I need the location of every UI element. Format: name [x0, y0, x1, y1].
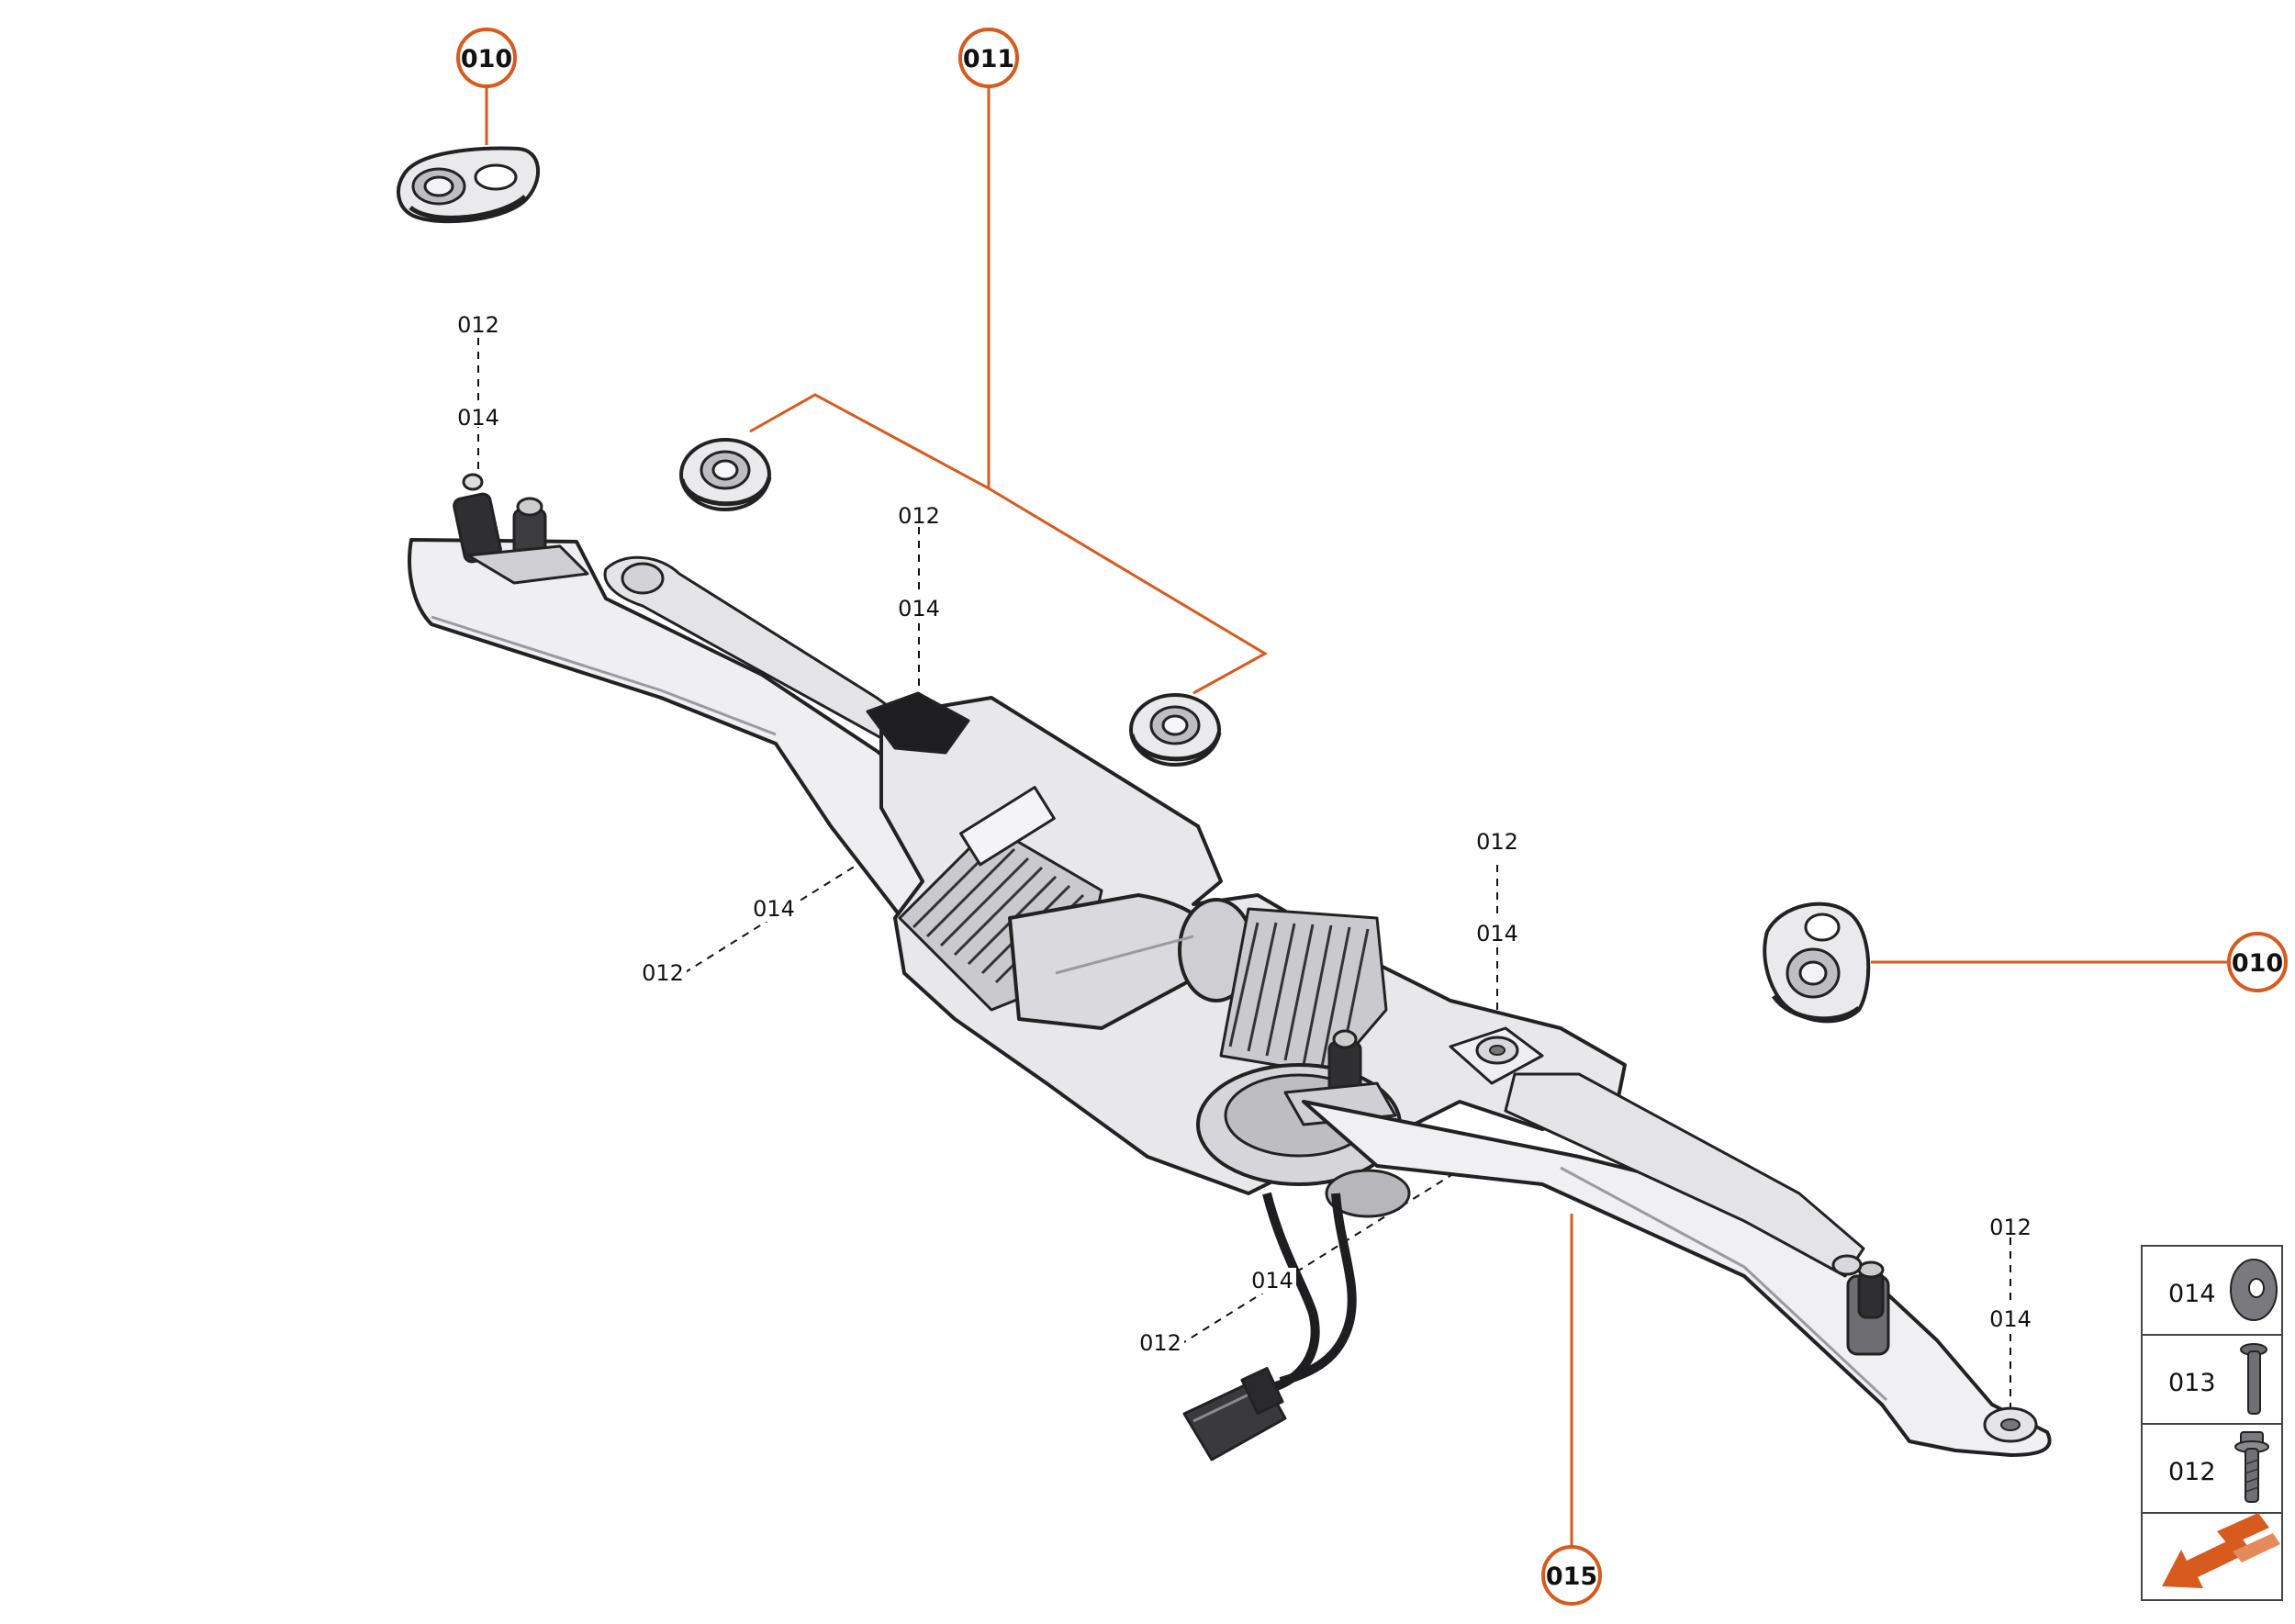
- ref-d-012: 012: [1989, 1215, 2032, 1240]
- ref-d-014: 014: [1989, 1306, 2032, 1332]
- right-spindle: [1831, 1254, 1890, 1356]
- washer-icon: [2230, 1259, 2278, 1321]
- ref-f-012: 012: [1139, 1330, 1181, 1356]
- ref-a-012: 012: [457, 312, 499, 338]
- grommet-011-right: [1129, 693, 1222, 767]
- ref-b-012: 012: [898, 503, 940, 529]
- callout-010-top: 010: [456, 28, 517, 88]
- callout-010-right: 010: [2227, 932, 2288, 992]
- direction-arrow-icon: [2162, 1513, 2280, 1588]
- wiper-linkage-assembly: [408, 473, 2052, 1462]
- ref-f-014: 014: [1251, 1268, 1293, 1294]
- reference-labels: 012 014 012 014 012 014 012 014 012 014 …: [455, 308, 2035, 1356]
- callout-011: 011: [958, 28, 1019, 88]
- grommet-011-left: [679, 438, 772, 511]
- right-arm: [1302, 1100, 2052, 1457]
- legend-row-013: 013: [2168, 1343, 2267, 1415]
- legend-label-014: 014: [2168, 1280, 2216, 1308]
- ref-e-012: 012: [642, 960, 684, 986]
- callout-011-label: 011: [963, 45, 1014, 73]
- left-arm: [408, 538, 993, 929]
- leader-011-branch: [988, 487, 1269, 695]
- ref-b-014: 014: [898, 596, 940, 622]
- bolt-icon: [2240, 1343, 2267, 1415]
- fastener-legend: 014 013 012: [2141, 1245, 2283, 1601]
- dash-e: [683, 857, 868, 974]
- ref-a-014: 014: [457, 405, 499, 431]
- callout-015-label: 015: [1546, 1562, 1597, 1591]
- black-pad: [866, 691, 970, 755]
- left-spindle: [453, 473, 589, 585]
- harness-connector: [1182, 1367, 1287, 1462]
- right-end-mount: [1983, 1406, 2038, 1443]
- legend-label-012: 012: [2168, 1458, 2216, 1486]
- ref-c-014: 014: [1476, 921, 1518, 946]
- grommet-010-top: [397, 146, 541, 224]
- ref-c-012: 012: [1476, 829, 1518, 855]
- dash-f: [1179, 1160, 1474, 1346]
- grommet-010-right: [1763, 902, 1871, 1024]
- callout-010-right-label: 010: [2232, 949, 2283, 978]
- legend-row-014: 014: [2168, 1259, 2278, 1321]
- callout-015: 015: [1541, 1545, 1602, 1606]
- leader-011: [749, 87, 991, 491]
- legend-label-013: 013: [2168, 1369, 2216, 1397]
- ref-e-014: 014: [753, 896, 795, 922]
- wiring-harness: [1262, 1192, 1357, 1391]
- legend-row-012: 012: [2168, 1431, 2269, 1503]
- flange-bolt-icon: [2234, 1431, 2269, 1503]
- leader-lines: [485, 87, 2229, 1547]
- center-mount-pad: [1449, 1026, 1544, 1085]
- callout-010-top-label: 010: [461, 45, 512, 73]
